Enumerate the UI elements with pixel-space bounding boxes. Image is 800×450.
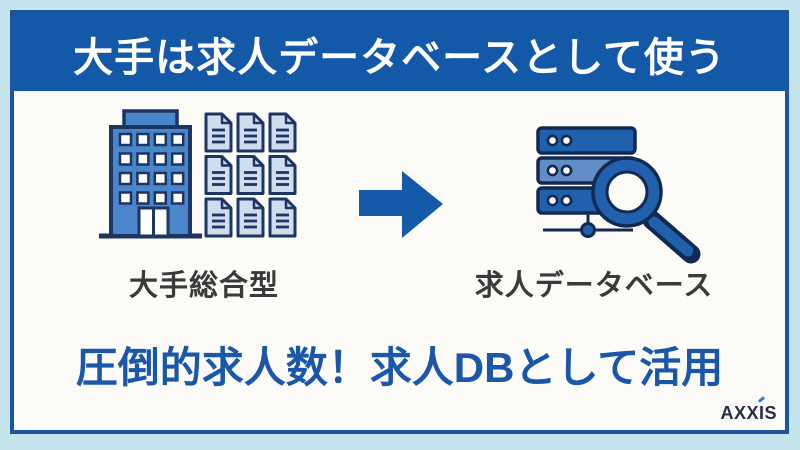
label-database: 求人データベース — [474, 270, 714, 302]
label-agency: 大手総合型 — [128, 270, 279, 302]
logo-text-post: S — [764, 403, 777, 423]
logo-letter-i: I — [757, 396, 766, 424]
title-bar: 大手は求人データベースとして使う — [14, 14, 785, 91]
tagline: 圧倒的求人数！求人DBとして活用 — [75, 344, 724, 391]
logo-text-pre: AXX — [720, 403, 759, 423]
page-title: 大手は求人データベースとして使う — [73, 35, 726, 80]
